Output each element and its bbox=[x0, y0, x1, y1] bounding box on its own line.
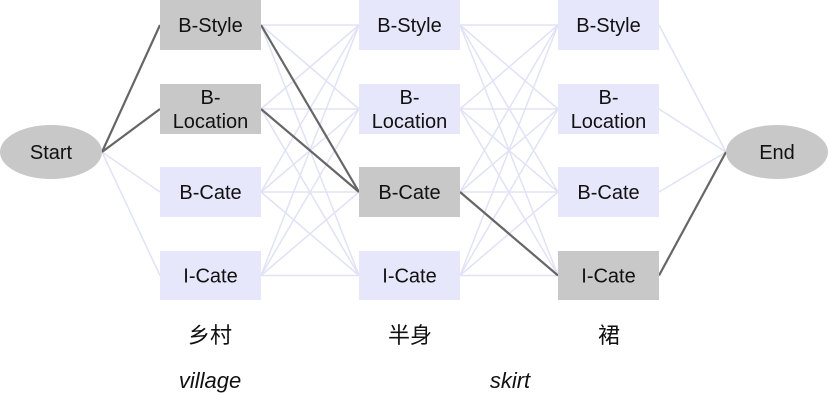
decoded-path-edge bbox=[260, 24, 360, 193]
tag-node-box bbox=[359, 84, 460, 134]
start-label: Start bbox=[30, 142, 73, 164]
tag-node-label: Location bbox=[571, 111, 647, 133]
tag-node-label: I-Cate bbox=[382, 266, 436, 288]
tag-node-label: I-Cate bbox=[183, 266, 237, 288]
tag-node: B-Cate bbox=[160, 167, 261, 217]
tag-node-label: B- bbox=[599, 87, 619, 109]
tag-node: B-Location bbox=[558, 84, 659, 134]
tokens: 乡村 半身 裙 bbox=[188, 324, 620, 349]
lattice-edge bbox=[260, 108, 360, 276]
tag-node-box bbox=[359, 251, 460, 300]
tag-node-label: B-Style bbox=[576, 15, 640, 37]
decoded-path-edge bbox=[260, 108, 360, 193]
tag-node-label: I-Cate bbox=[581, 266, 635, 288]
lattice-edge bbox=[260, 24, 360, 110]
lattice-edge bbox=[459, 24, 559, 110]
tag-node-box bbox=[160, 167, 261, 217]
tag-node: I-Cate bbox=[359, 251, 460, 300]
lattice-edge bbox=[260, 191, 360, 277]
token-village: 乡村 bbox=[188, 324, 232, 349]
token-skirt: 裙 bbox=[598, 324, 620, 349]
tag-node-label: B-Cate bbox=[378, 182, 440, 204]
tag-node-label: B-Style bbox=[377, 15, 441, 37]
tag-node-box bbox=[160, 251, 261, 300]
tag-node: B-Cate bbox=[359, 167, 460, 217]
glosses: village skirt bbox=[179, 368, 531, 393]
tag-node-box bbox=[359, 0, 460, 50]
decoded-path-edge bbox=[459, 191, 559, 277]
tag-node-box-active bbox=[160, 0, 261, 50]
gloss-skirt: skirt bbox=[490, 368, 531, 393]
decoded-path-edge bbox=[101, 108, 161, 153]
end-label: End bbox=[759, 142, 795, 164]
active-edges bbox=[100, 24, 727, 277]
tag-node-label: B-Style bbox=[178, 15, 242, 37]
lattice-edge bbox=[101, 151, 161, 193]
start-node: Start bbox=[0, 125, 102, 179]
lattice-edge bbox=[459, 24, 559, 193]
tag-node-box bbox=[558, 167, 659, 217]
tag-node-label: B- bbox=[201, 87, 221, 109]
lattice-edge bbox=[658, 108, 727, 153]
tag-node: B-Location bbox=[160, 84, 261, 134]
tag-node: B-Location bbox=[359, 84, 460, 134]
tag-node-label: B-Cate bbox=[577, 182, 639, 204]
tag-node: B-Cate bbox=[558, 167, 659, 217]
tag-node: I-Cate bbox=[160, 251, 261, 300]
decoded-path-edge bbox=[658, 151, 727, 277]
tag-node-box bbox=[558, 84, 659, 134]
tag-node-box-active bbox=[160, 84, 261, 134]
tag-node-label: Location bbox=[372, 111, 448, 133]
inactive-edges bbox=[101, 24, 727, 277]
tag-node-label: Location bbox=[173, 111, 249, 133]
tag-node: B-Style bbox=[160, 0, 261, 50]
tag-node-box bbox=[558, 0, 659, 50]
lattice-edge bbox=[658, 24, 727, 153]
end-node: End bbox=[726, 125, 828, 179]
tag-node-box-active bbox=[359, 167, 460, 217]
lattice-edge bbox=[459, 24, 559, 276]
lattice-edge bbox=[101, 151, 161, 276]
tag-node-label: B- bbox=[400, 87, 420, 109]
tag-node: B-Style bbox=[558, 0, 659, 50]
lattice-edge bbox=[459, 108, 559, 276]
tag-nodes: B-StyleB-LocationB-CateI-CateB-StyleB-Lo… bbox=[160, 0, 659, 300]
tag-node: I-Cate bbox=[558, 251, 659, 300]
tag-node: B-Style bbox=[359, 0, 460, 50]
decoded-path-edge bbox=[100, 24, 162, 153]
lattice-edge bbox=[658, 151, 727, 193]
tag-node-label: B-Cate bbox=[179, 182, 241, 204]
gloss-village: village bbox=[179, 368, 241, 393]
tag-node-box-active bbox=[558, 251, 659, 300]
token-half-body: 半身 bbox=[388, 324, 432, 349]
